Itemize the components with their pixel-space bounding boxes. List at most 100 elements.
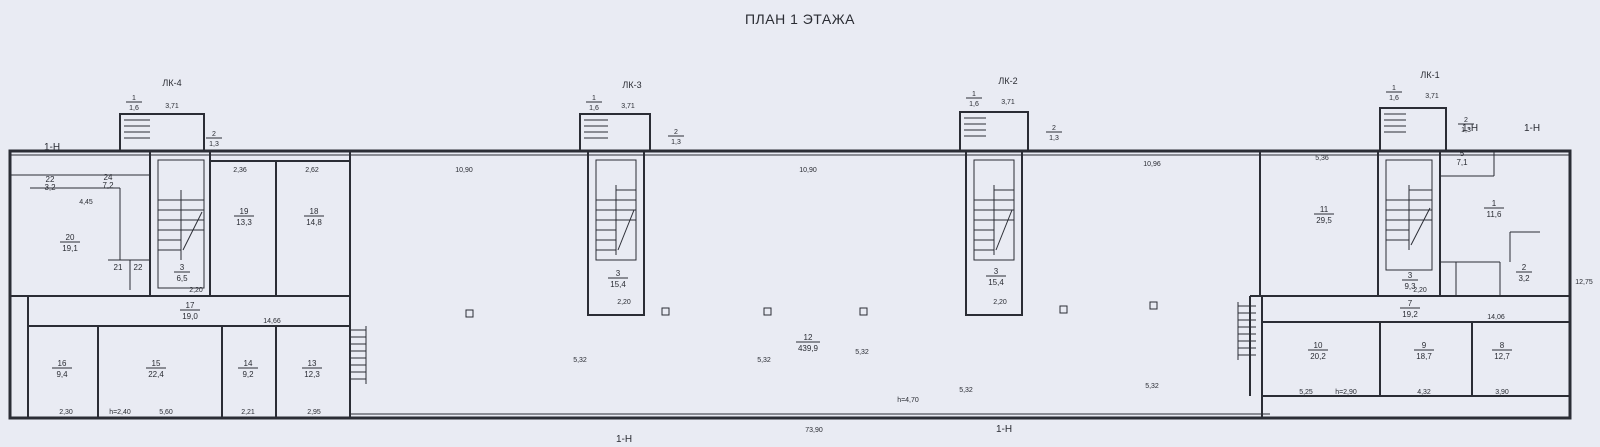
axis-marker: 1-Н [1524,123,1540,134]
west-wing-walls [10,151,351,418]
porch-side-num: 2 [674,129,678,136]
room-area: 3,2 [44,183,56,192]
axis-markers: 1-Н 1-Н 1-Н 1-Н 1-Н [44,123,1540,445]
porch-side-area: 1,3 [1049,135,1059,142]
axis-marker: 1-Н [996,424,1012,435]
porch-side-area: 1,3 [209,141,219,148]
room-number: 8 [1500,341,1505,350]
porch-num: 1 [592,95,596,102]
outer-walls [8,149,1572,420]
room-number: 19 [240,207,249,216]
axis-marker: 1-Н [1462,123,1478,134]
room-area: 14,8 [306,218,322,227]
room-number: 5 [1460,149,1465,158]
porch-width: 3,71 [1001,99,1015,106]
dim-label: h=2,90 [1335,389,1357,396]
dim-label: 14,66 [263,318,281,325]
room-area: 3,2 [1518,274,1530,283]
room-number: 15 [152,359,161,368]
room-area: 22,4 [148,370,164,379]
room-labels: 20 19,1 22 3,2 24 7,2 21 22 19 13,3 18 1… [44,149,1532,379]
porches [119,107,1447,152]
dim-label: h=4,70 [897,397,919,404]
room-area: 18,7 [1416,352,1432,361]
columns [465,301,1158,318]
porch-width: 3,71 [1425,93,1439,100]
stair-block-label-lk3: ЛК-3 [622,80,641,90]
stair-core-lk3 [587,150,645,316]
dim-label: 2,20 [189,287,203,294]
room-number: 16 [58,359,67,368]
dim-label: 5,32 [1145,383,1159,390]
porch-side-num: 2 [1052,125,1056,132]
room-area: 13,3 [236,218,252,227]
stair-block-label-lk4: ЛК-4 [162,78,181,88]
dim-label: 5,32 [855,349,869,356]
room-number: 7 [1408,299,1413,308]
porch-width: 3,71 [621,103,635,110]
porch-side-area: 1,3 [1461,127,1471,134]
room-area: 9,4 [56,370,68,379]
room-number: 18 [310,207,319,216]
stair-block-label-lk2: ЛК-2 [998,76,1017,86]
room-number: 9 [1422,341,1427,350]
room-number: 13 [308,359,317,368]
dim-label: 2,62 [305,167,319,174]
room-number: 2 [1522,263,1527,272]
dim-label: 10,90 [799,167,817,174]
dim-label: 3,90 [1495,389,1509,396]
room-number: 14 [244,359,253,368]
axis-marker: 1-Н [616,434,632,445]
dim-label: 5,32 [959,387,973,394]
dim-label: 2,36 [233,167,247,174]
dim-label: 10,96 [1143,161,1161,168]
dim-label: 5,32 [757,357,771,364]
room-number: 17 [186,301,195,310]
room-number: 3 [616,269,621,278]
room-area: 6,5 [176,274,188,283]
room-number: 12 [804,333,813,342]
room-number: 11 [1320,205,1329,214]
room-number: 24 [104,173,113,182]
porch-area: 1,6 [589,105,599,112]
dim-label: 2,95 [307,409,321,416]
east-exterior-stair [1237,302,1256,360]
room-number: 22 [46,175,55,184]
stair-core-lk2 [965,150,1023,316]
stair-lk1 [1385,159,1433,271]
porch-labels: 1 1,6 3,71 2 1,3 1 1,6 3,71 2 1,3 1 1,6 … [126,85,1474,148]
east-wing-walls [1249,151,1570,418]
porch-area: 1,6 [1389,95,1399,102]
dim-label: 5,32 [573,357,587,364]
room-number: 3 [1408,271,1413,280]
porch-num: 1 [132,95,136,102]
room-number: 3 [994,267,999,276]
room-number: 3 [180,263,185,272]
dim-label: 2,30 [59,409,73,416]
axis-marker: 1-Н [44,142,60,153]
room-area: 439,9 [798,344,819,353]
porch-side-area: 1,3 [671,139,681,146]
porch-side-num: 2 [1464,117,1468,124]
dim-label: 10,90 [455,167,473,174]
room-area: 19,2 [1402,310,1418,319]
dim-label: 4,45 [79,199,93,206]
porch-num: 1 [1392,85,1396,92]
porch-area: 1,6 [969,101,979,108]
dim-label: 2,20 [1413,287,1427,294]
dim-label: h=2,40 [109,409,131,416]
room-area: 19,0 [182,312,198,321]
dim-label: 5,36 [1315,155,1329,162]
overall-width-dim: 12,75 [1575,279,1593,286]
dim-label: 5,60 [159,409,173,416]
plan-title: ПЛАН 1 ЭТАЖА [745,11,855,27]
dim-label: 5,25 [1299,389,1313,396]
room-area: 11,6 [1487,210,1503,219]
room-area: 29,5 [1316,216,1332,225]
porch-num: 1 [972,91,976,98]
room-area: 15,4 [610,280,626,289]
dim-label: 2,20 [617,299,631,306]
room-number: 10 [1314,341,1323,350]
overall-length-dim: 73,90 [805,427,823,434]
